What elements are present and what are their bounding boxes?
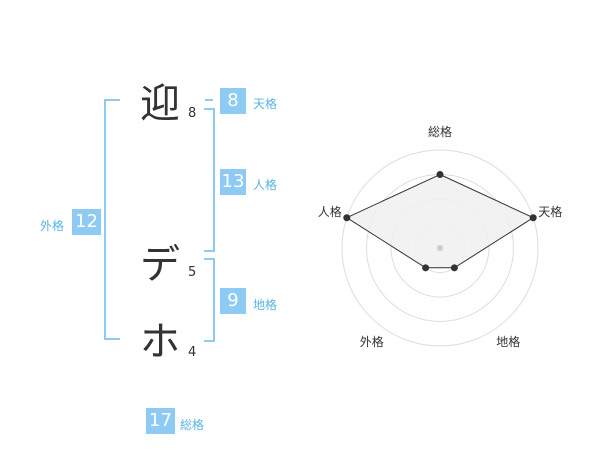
jinkaku-value: 13	[220, 169, 246, 195]
stroke-count-1: 8	[188, 106, 197, 121]
radar-ring-4	[341, 149, 539, 347]
jinkaku-bracket	[204, 108, 215, 252]
radar-point-3	[422, 264, 430, 272]
radar-point-2	[450, 264, 458, 272]
stroke-count-3: 4	[188, 345, 197, 360]
chikaku-value: 9	[220, 288, 246, 314]
radar-point-1	[529, 214, 537, 222]
soukaku-value: 17	[146, 408, 175, 434]
tenkaku-bracket	[205, 99, 213, 101]
radar-points	[343, 171, 537, 272]
gaikaku-value: 12	[72, 209, 101, 235]
radar-axis-label-2: 地格	[496, 334, 520, 349]
name-char-3: ホ	[140, 319, 180, 365]
radar-axis-label-0: 総格	[428, 124, 452, 139]
name-char-1: 迎	[140, 81, 180, 127]
soukaku-label: 総格	[180, 418, 205, 432]
jinkaku-label: 人格	[253, 178, 278, 192]
radar-center-dot	[437, 245, 443, 251]
radar-point-0	[436, 171, 444, 178]
stroke-count-2: 5	[188, 265, 197, 280]
radar-data-polygon	[345, 173, 535, 269]
chikaku-bracket	[204, 258, 215, 342]
tenkaku-label: 天格	[253, 97, 278, 111]
gaikaku-label: 外格	[40, 219, 65, 233]
radar-point-4	[343, 214, 351, 222]
name-char-2: デ	[140, 242, 180, 288]
tenkaku-value: 8	[220, 88, 246, 114]
radar-axis-label-1: 天格	[538, 204, 562, 219]
chikaku-label: 地格	[253, 298, 278, 312]
radar-axis-label-3: 外格	[360, 334, 384, 349]
gaikaku-bracket	[104, 99, 120, 340]
radar-axis-label-4: 人格	[318, 204, 342, 219]
